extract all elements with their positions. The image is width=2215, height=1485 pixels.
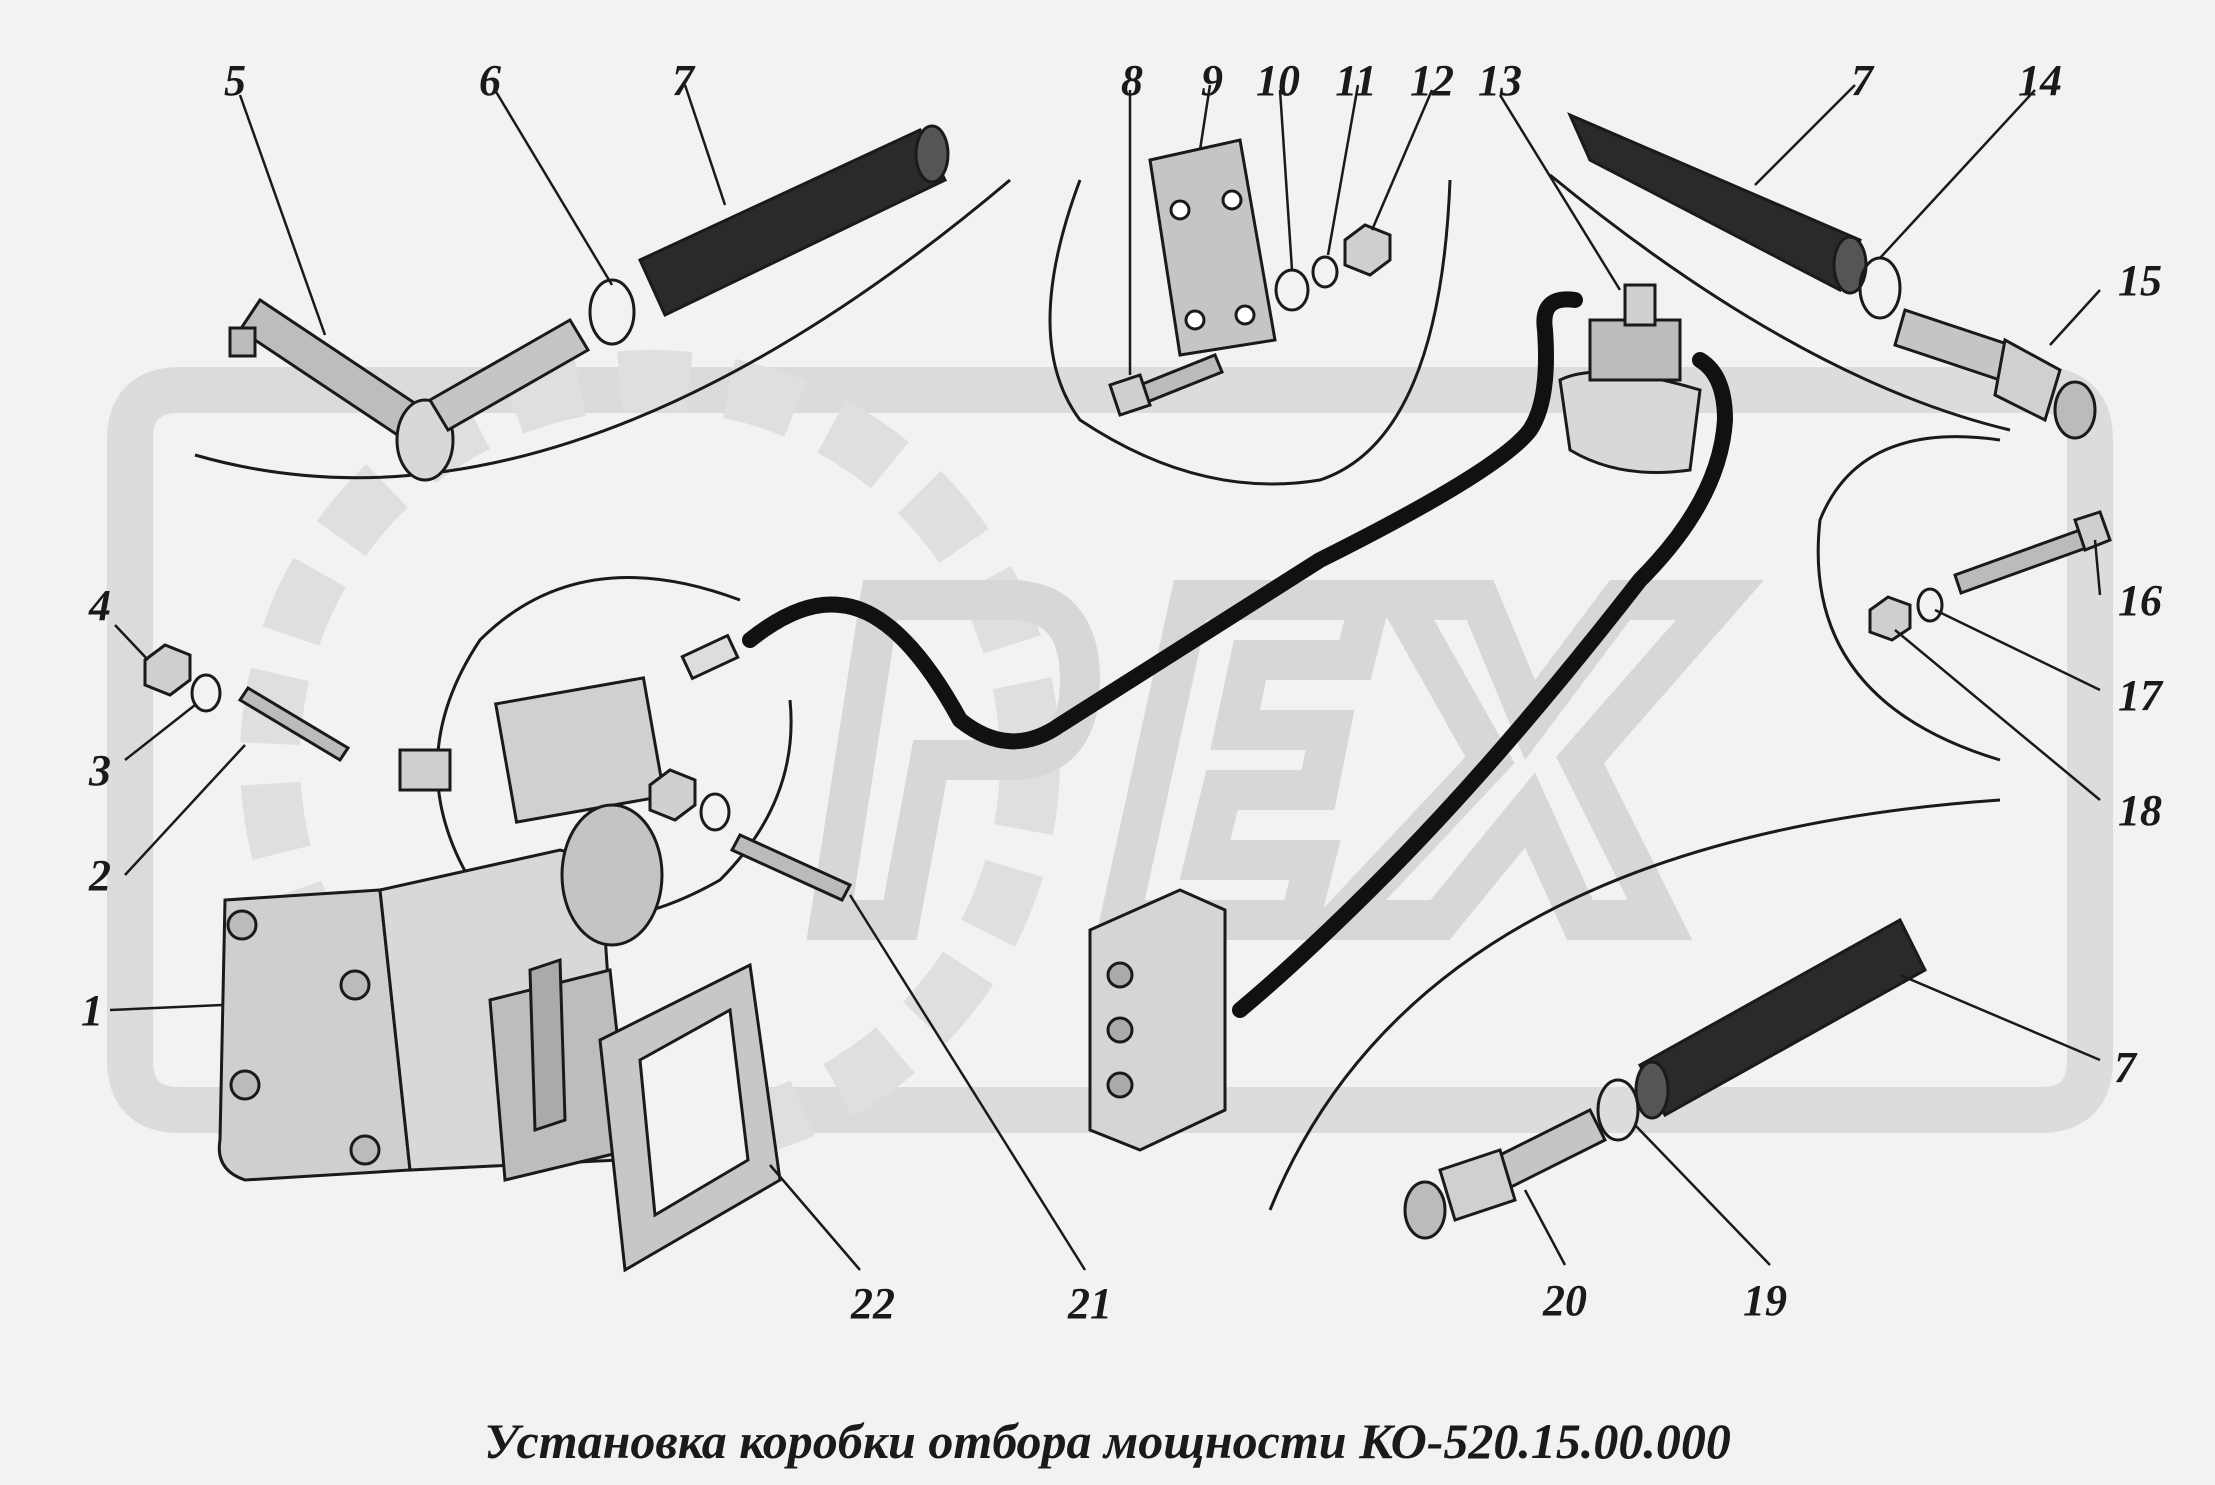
detail-arcs (194, 173, 2011, 1211)
fitting-20 (1403, 1107, 1608, 1240)
callout-16: 16 (2118, 576, 2162, 625)
callout-17: 17 (2118, 671, 2164, 720)
callout-22: 22 (850, 1279, 895, 1328)
hose-7b (1567, 112, 1868, 295)
stud-2 (237, 685, 351, 763)
distribution-block (1088, 888, 1227, 1152)
diagram-caption: Установка коробки отбора мощности КО-520… (484, 1413, 1731, 1469)
callout-9: 9 (1201, 56, 1223, 105)
washer-11 (1311, 255, 1339, 289)
nut-4 (143, 643, 192, 697)
gasket-22 (598, 962, 782, 1273)
washer-10 (1274, 268, 1310, 312)
callout-7-bottom-right: 7 (2114, 1043, 2138, 1092)
nut-18 (1868, 595, 1912, 642)
callout-20: 20 (1542, 1276, 1587, 1325)
bracket-plate-9 (1148, 138, 1277, 357)
callout-12: 12 (1410, 56, 1454, 105)
callout-10: 10 (1256, 56, 1300, 105)
stud-21 (729, 833, 853, 902)
callout-6: 6 (479, 56, 501, 105)
hose-7a (638, 124, 950, 318)
nut-12 (1343, 223, 1392, 277)
callout-5: 5 (224, 56, 246, 105)
clamp-6 (588, 278, 636, 346)
callout-19: 19 (1743, 1276, 1787, 1325)
callout-4: 4 (88, 581, 111, 630)
pto-gearbox-housing (217, 676, 667, 1182)
callout-3: 3 (88, 746, 111, 795)
clamp-19 (1596, 1078, 1640, 1142)
callout-13: 13 (1478, 56, 1522, 105)
callout-15: 15 (2118, 256, 2162, 305)
bolt-16 (1953, 510, 2112, 595)
callout-11: 11 (1335, 56, 1377, 105)
callout-labels: 1 2 3 4 5 6 7 7 7 8 9 10 11 12 13 14 15 … (81, 56, 2164, 1328)
nut-washer-group (648, 768, 731, 832)
connecting-hoses (680, 291, 1733, 1018)
leader-lines (109, 84, 2102, 1271)
elbow-fitting-5 (228, 297, 591, 482)
fitting-15 (1893, 308, 2097, 440)
callout-21: 21 (1067, 1279, 1112, 1328)
callout-7-top-left: 7 (672, 56, 696, 105)
valve-13 (1558, 283, 1702, 474)
washer-3 (190, 673, 222, 713)
hose-7c (1634, 917, 1927, 1120)
callout-14: 14 (2018, 56, 2062, 105)
callout-7-top-right: 7 (1851, 56, 1875, 105)
bolt-8 (1108, 353, 1224, 417)
callout-8: 8 (1121, 56, 1143, 105)
callout-2: 2 (88, 851, 111, 900)
washer-17 (1916, 587, 1944, 623)
callout-1: 1 (81, 986, 103, 1035)
clamp-14 (1858, 256, 1902, 320)
callout-18: 18 (2118, 786, 2162, 835)
